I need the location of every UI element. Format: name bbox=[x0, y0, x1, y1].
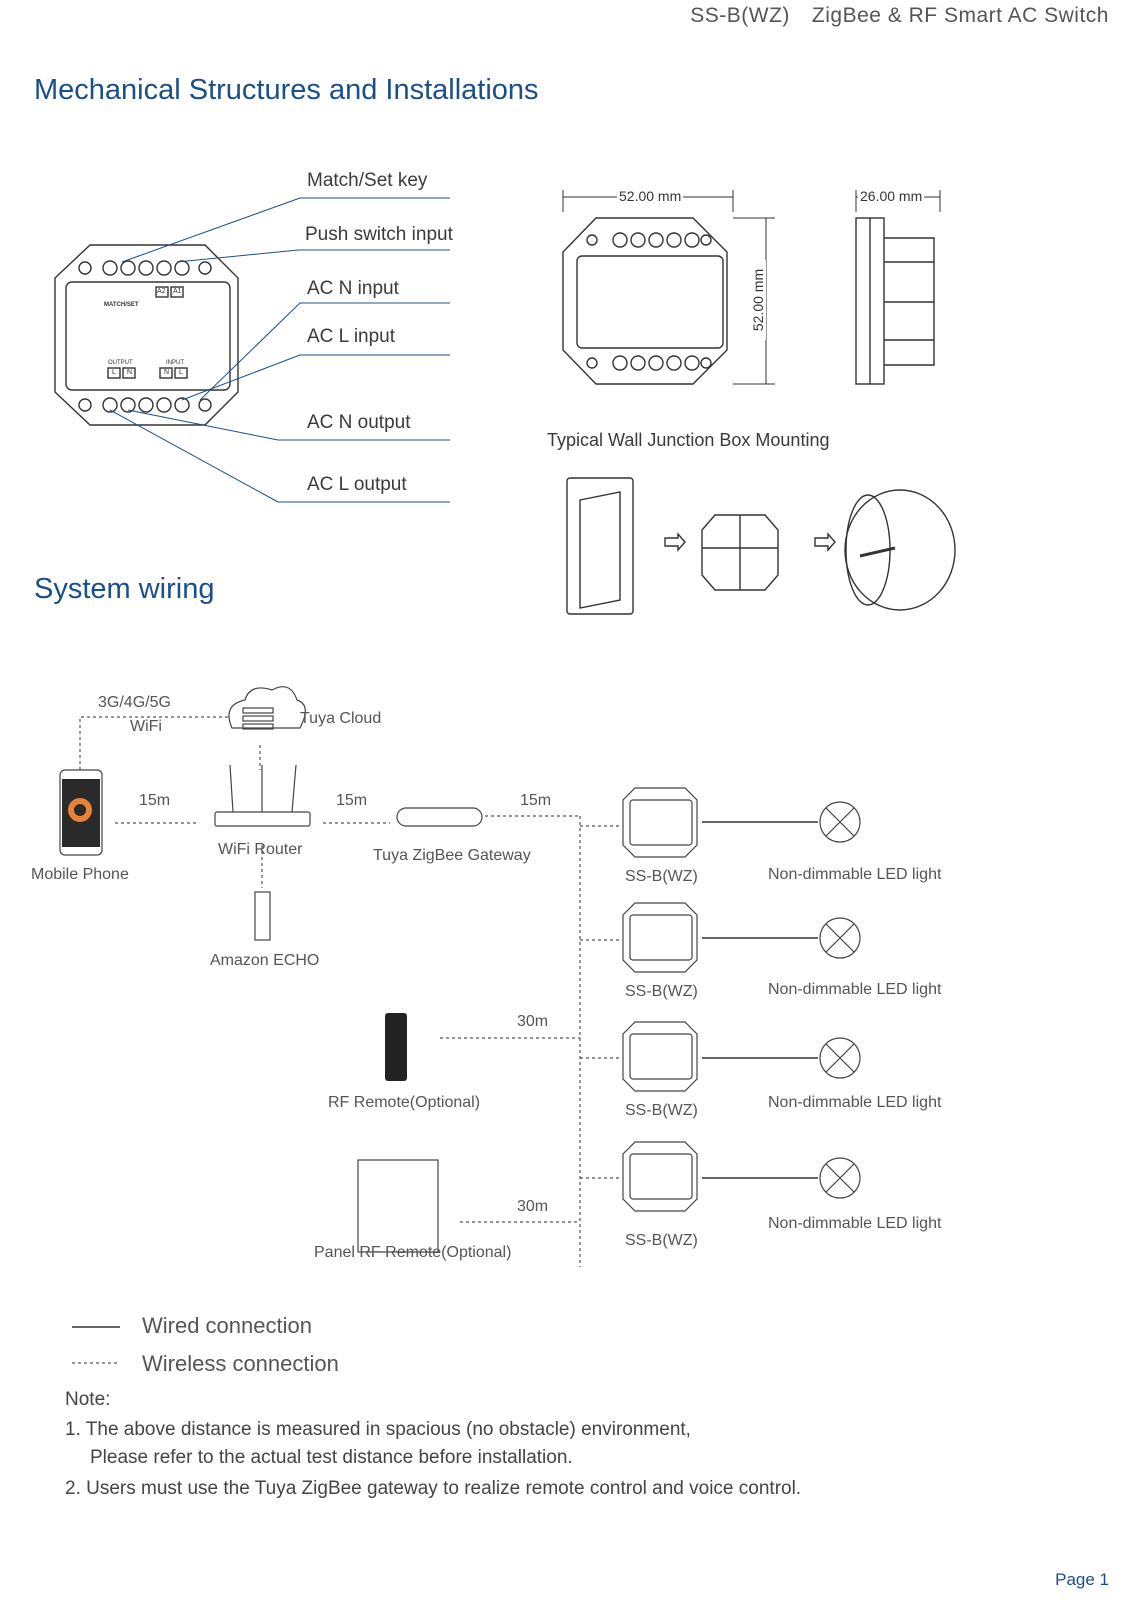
gateway-label: Tuya ZigBee Gateway bbox=[373, 847, 531, 864]
panel-remote-label: Panel RF Remote(Optional) bbox=[314, 1244, 512, 1261]
device-dimension-view bbox=[562, 190, 775, 385]
callout-ac-l-output: AC L output bbox=[307, 474, 407, 495]
phone-label: Mobile Phone bbox=[31, 866, 129, 883]
net-label: 3G/4G/5G bbox=[98, 694, 171, 711]
router-icon bbox=[214, 764, 311, 827]
cloud-label: Tuya Cloud bbox=[300, 710, 382, 727]
callout-match-set-key: Match/Set key bbox=[307, 170, 428, 191]
cloud-icon bbox=[228, 686, 306, 729]
dim-depth: 26.00 mm bbox=[858, 188, 925, 204]
mounting-title: Typical Wall Junction Box Mounting bbox=[547, 430, 830, 450]
callout-push-switch-input: Push switch input bbox=[305, 224, 453, 245]
distance-gateway-devices: 15m bbox=[520, 792, 552, 809]
led-light-icon-2 bbox=[819, 917, 861, 959]
section-title-wiring: System wiring bbox=[34, 573, 215, 605]
note-2: 2. Users must use the Tuya ZigBee gatewa… bbox=[65, 1478, 802, 1499]
page-number: Page 1 bbox=[1055, 1570, 1109, 1589]
note-1b: Please refer to the actual test distance… bbox=[90, 1447, 573, 1468]
device-a2: A2 bbox=[157, 288, 166, 295]
distance-panel-remote: 30m bbox=[517, 1198, 549, 1215]
wall-switch-image bbox=[566, 477, 634, 615]
callout-ac-n-output: AC N output bbox=[307, 412, 411, 433]
device-output-l: L bbox=[112, 369, 116, 376]
device-front-view bbox=[54, 244, 239, 426]
doc-header: SS-B(WZ) ZigBee & RF Smart AC Switch bbox=[668, 4, 1109, 28]
distance-router-gateway: 15m bbox=[336, 792, 368, 809]
panel-remote-icon bbox=[357, 1159, 439, 1253]
device-a1: A1 bbox=[173, 288, 182, 295]
dim-width: 52.00 mm bbox=[617, 188, 684, 204]
switch-device-icon-1 bbox=[622, 787, 698, 858]
device-label-3: SS-B(WZ) bbox=[625, 1102, 698, 1119]
echo-icon bbox=[254, 891, 271, 941]
note-1a: 1. The above distance is measured in spa… bbox=[65, 1419, 691, 1440]
light-label-1: Non-dimmable LED light bbox=[768, 866, 942, 883]
device-label-1: SS-B(WZ) bbox=[625, 868, 698, 885]
device-input-n: N bbox=[164, 369, 170, 376]
switch-device-icon-3 bbox=[622, 1021, 698, 1092]
device-label-4: SS-B(WZ) bbox=[625, 1232, 698, 1249]
legend-wired: Wired connection bbox=[142, 1313, 312, 1338]
echo-label: Amazon ECHO bbox=[210, 952, 320, 969]
device-input-l: L bbox=[179, 369, 183, 376]
wifi-label: WiFi bbox=[130, 718, 162, 735]
switch-device-icon-4 bbox=[622, 1141, 698, 1212]
device-output-label: OUTPUT bbox=[108, 360, 133, 366]
note-title: Note: bbox=[65, 1389, 111, 1410]
light-label-3: Non-dimmable LED light bbox=[768, 1094, 942, 1111]
rf-remote-icon bbox=[385, 1013, 407, 1081]
mounting-device-image bbox=[701, 514, 779, 591]
phone-icon bbox=[59, 769, 103, 856]
device-match-set-label: MATCH/SET bbox=[104, 302, 139, 308]
light-label-4: Non-dimmable LED light bbox=[768, 1215, 942, 1232]
rf-remote-label: RF Remote(Optional) bbox=[328, 1094, 481, 1111]
callout-ac-n-input: AC N input bbox=[307, 278, 399, 299]
callout-ac-l-input: AC L input bbox=[307, 326, 396, 347]
distance-rf-remote: 30m bbox=[517, 1013, 549, 1030]
header-product: ZigBee & RF Smart AC Switch bbox=[811, 4, 1109, 27]
section-title-mechanical: Mechanical Structures and Installations bbox=[34, 74, 539, 106]
router-label: WiFi Router bbox=[218, 841, 303, 858]
header-model: SS-B(WZ) bbox=[690, 4, 790, 27]
gateway-icon bbox=[396, 807, 483, 827]
distance-phone-router: 15m bbox=[139, 792, 171, 809]
device-label-2: SS-B(WZ) bbox=[625, 983, 698, 1000]
arrow-icon-2 bbox=[814, 532, 836, 552]
led-light-icon-4 bbox=[819, 1157, 861, 1199]
dim-height: 52.00 mm bbox=[750, 260, 766, 340]
led-light-icon-3 bbox=[819, 1037, 861, 1079]
device-side-view bbox=[855, 190, 941, 385]
legend-wireless: Wireless connection bbox=[142, 1351, 339, 1376]
device-input-label: INPUT bbox=[166, 360, 184, 366]
junction-box-image bbox=[844, 489, 956, 611]
switch-device-icon-2 bbox=[622, 902, 698, 973]
light-label-2: Non-dimmable LED light bbox=[768, 981, 942, 998]
device-output-n: N bbox=[127, 369, 133, 376]
led-light-icon-1 bbox=[819, 801, 861, 843]
arrow-icon bbox=[664, 532, 686, 552]
